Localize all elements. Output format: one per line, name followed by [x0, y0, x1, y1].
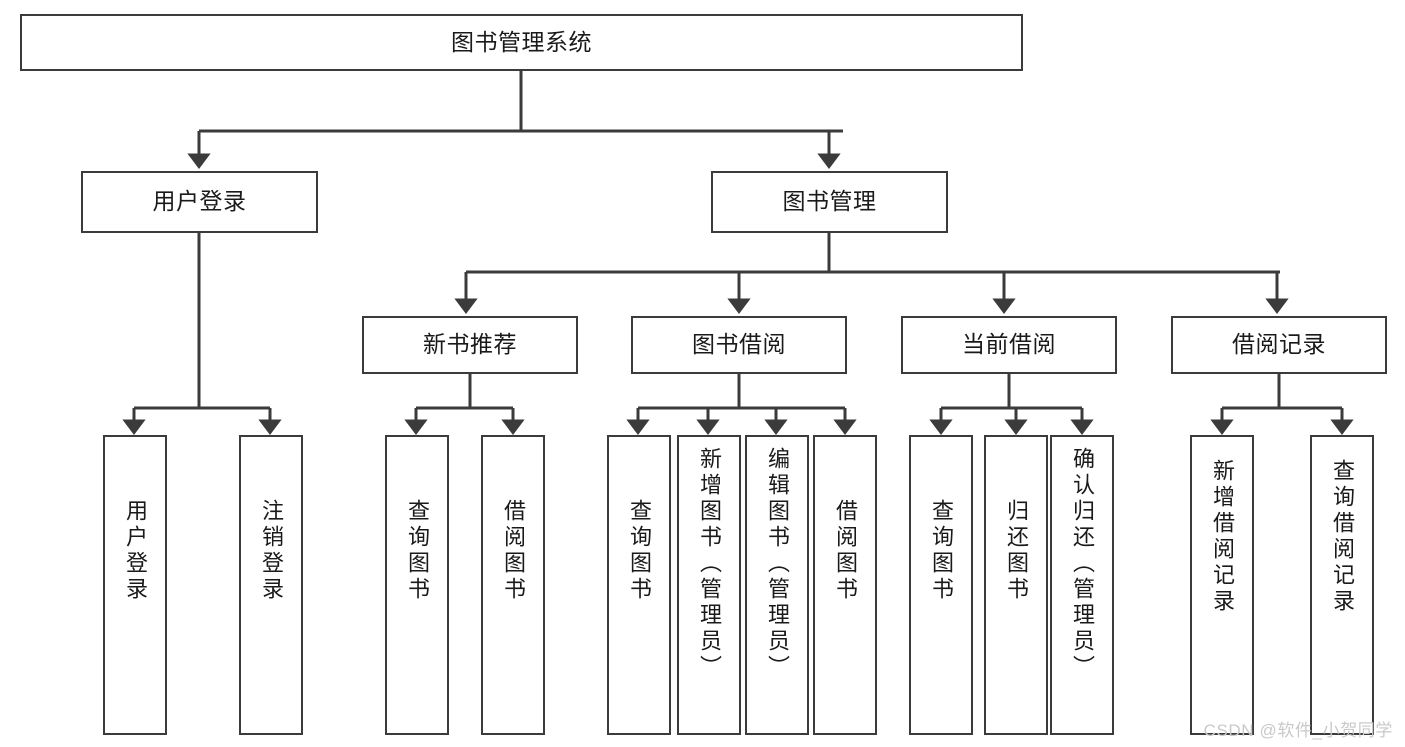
leaf-bb-query-book[interactable]: 查询图书	[607, 435, 671, 735]
node-book-manage[interactable]: 图书管理	[711, 171, 948, 233]
node-current-borrow[interactable]: 当前借阅	[901, 316, 1117, 374]
leaf-bb-borrow-book[interactable]: 借阅图书	[813, 435, 877, 735]
leaf-rec-borrow-book[interactable]: 借阅图书	[481, 435, 545, 735]
node-label: 新增图书（管理员）	[697, 447, 722, 681]
leaf-bb-add-book[interactable]: 新增图书（管理员）	[677, 435, 741, 735]
node-label: 确认归还（管理员）	[1070, 447, 1095, 681]
node-label: 图书管理	[782, 188, 877, 215]
node-label: 图书管理系统	[451, 28, 592, 55]
node-new-book-rec[interactable]: 新书推荐	[362, 316, 578, 374]
node-label: 编辑图书（管理员）	[765, 447, 790, 681]
leaf-rec-query-book[interactable]: 查询图书	[385, 435, 449, 735]
leaf-br-query-record[interactable]: 查询借阅记录	[1310, 435, 1374, 735]
node-label: 查询借阅记录	[1330, 459, 1355, 615]
node-label: 查询图书	[929, 499, 954, 603]
node-label: 当前借阅	[962, 331, 1056, 358]
node-label: 归还图书	[1004, 499, 1029, 603]
leaf-user-logout[interactable]: 注销登录	[239, 435, 303, 735]
node-root-system[interactable]: 图书管理系统	[20, 14, 1023, 71]
leaf-cb-confirm-return[interactable]: 确认归还（管理员）	[1050, 435, 1114, 735]
leaf-cb-return-book[interactable]: 归还图书	[984, 435, 1048, 735]
node-label: 注销登录	[259, 499, 284, 603]
node-user-login[interactable]: 用户登录	[81, 171, 318, 233]
leaf-cb-query-book[interactable]: 查询图书	[909, 435, 973, 735]
node-label: 借阅记录	[1232, 331, 1326, 358]
node-borrow-record[interactable]: 借阅记录	[1171, 316, 1387, 374]
node-label: 借阅图书	[833, 499, 858, 603]
node-label: 用户登录	[123, 499, 148, 603]
node-label: 借阅图书	[501, 499, 526, 603]
leaf-br-add-record[interactable]: 新增借阅记录	[1190, 435, 1254, 735]
node-label: 新增借阅记录	[1210, 459, 1235, 615]
leaf-user-login[interactable]: 用户登录	[103, 435, 167, 735]
node-label: 新书推荐	[423, 331, 517, 358]
node-label: 查询图书	[405, 499, 430, 603]
node-label: 图书借阅	[692, 331, 786, 358]
csdn-watermark: CSDN @软件_小贺同学	[1203, 721, 1393, 740]
node-label: 用户登录	[152, 188, 247, 215]
leaf-bb-edit-book[interactable]: 编辑图书（管理员）	[745, 435, 809, 735]
node-label: 查询图书	[627, 499, 652, 603]
node-book-borrow[interactable]: 图书借阅	[631, 316, 847, 374]
